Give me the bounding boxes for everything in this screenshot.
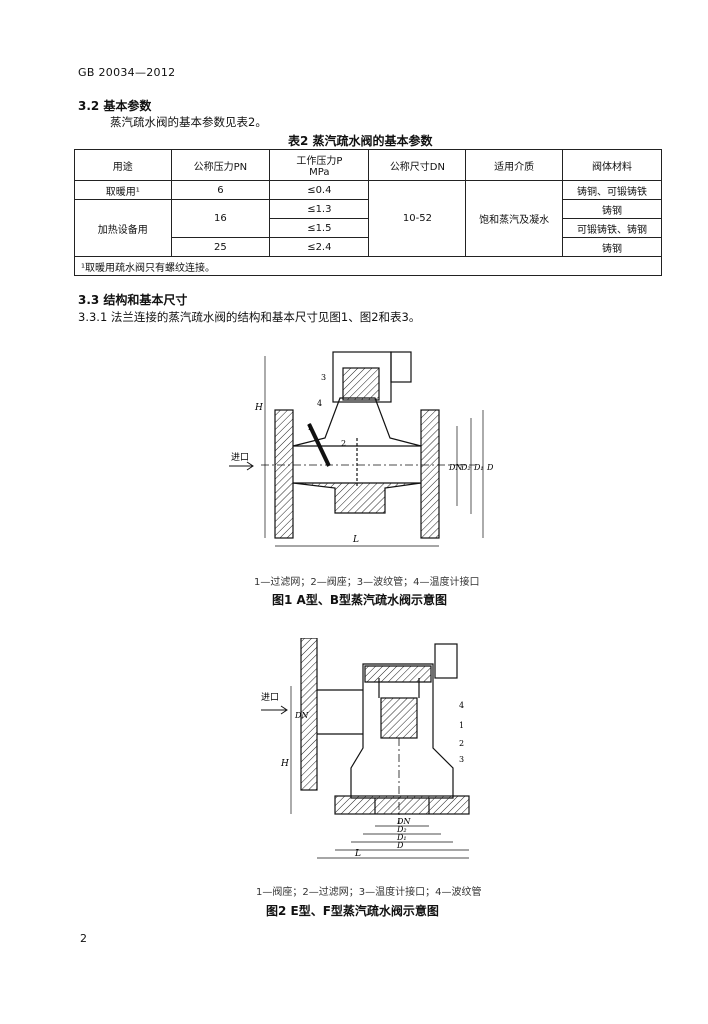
figure-2-drawing: H DN DN D₂ D₁ D L 4 1 2 3 进口	[261, 638, 470, 859]
table-footnote-row: ¹取暖用疏水阀只有螺纹连接。	[74, 256, 662, 276]
table-2-caption: 表2 蒸汽疏水阀的基本参数	[288, 134, 433, 148]
figure-1-caption: 图1 A型、B型蒸汽疏水阀示意图	[272, 593, 447, 607]
page-number: 2	[80, 932, 87, 945]
bellows	[380, 697, 418, 739]
cell-medium: 饱和蒸汽及凝水	[465, 180, 563, 257]
fig1-inlet-arrow	[229, 461, 254, 471]
section-3-2-body: 蒸汽疏水阀的基本参数见表2。	[110, 115, 267, 129]
cell-mat-3: 可锻铸铁、铸钢	[561, 218, 663, 238]
figure-1-drawing: H L DN D₂ D₁ D 3 4 1 2 进口	[229, 351, 494, 547]
section-3-3-1-text: 3.3.1 法兰连接的蒸汽疏水阀的结构和基本尺寸见图1、图2和表3。	[78, 310, 421, 324]
cell-mat-2: 铸钢	[561, 199, 663, 219]
fig1-label-d2: D₂	[460, 463, 471, 472]
fig2-label-dn: DN	[396, 817, 411, 826]
fig1-label-l: L	[352, 535, 359, 545]
fig2-inlet-arrow	[261, 705, 288, 715]
figure-2-caption: 图2 E型、F型蒸汽疏水阀示意图	[266, 904, 439, 918]
standard-code: GB 20034—2012	[78, 66, 176, 79]
bellows	[342, 367, 380, 401]
inlet-flange	[300, 638, 318, 791]
cell-p-13: ≤1.3	[269, 199, 370, 219]
cell-p-24: ≤2.4	[269, 237, 370, 257]
section-3-3-title: 3.3 结构和基本尺寸	[78, 293, 188, 307]
fig2-label-d1: D₁	[396, 833, 407, 842]
table-2: 用途 公称压力PN 工作压力P MPa 公称尺寸DN 适用介质 阀体材料 取暖用…	[74, 149, 663, 276]
th-pressure-line2: MPa	[309, 167, 330, 178]
fig1-label-d: D	[486, 463, 494, 472]
outlet-flange	[334, 795, 470, 815]
fig2-callout-4: 4	[459, 701, 464, 710]
fig1-label-d1: D₁	[473, 463, 484, 472]
table-header-row: 用途 公称压力PN 工作压力P MPa 公称尺寸DN 适用介质 阀体材料	[74, 149, 663, 181]
cell-mat-1: 铸铜、可锻铸铁	[561, 180, 663, 200]
cell-p-04: ≤0.4	[269, 180, 370, 200]
fig1-label-dn: DN	[448, 463, 463, 472]
cell-pn-16: 16	[170, 199, 271, 238]
section-3-2-title: 3.2 基本参数	[78, 99, 152, 113]
thermometer-port	[434, 643, 458, 679]
left-flange	[274, 409, 294, 539]
th-pn: 公称压力PN	[170, 149, 271, 181]
fig2-label-d2: D₂	[396, 825, 407, 834]
th-pressure: 工作压力P MPa	[269, 149, 370, 181]
cell-pn-6: 6	[170, 180, 271, 200]
table-row: 加热设备用 16 ≤1.3 铸钢	[74, 199, 663, 257]
th-material: 阀体材料	[561, 149, 663, 181]
fig1-callout-3: 3	[321, 373, 326, 382]
fig2-label-h: H	[280, 759, 289, 769]
figure-2-legend: 1—阀座；2—过滤网；3—温度计接口；4—波纹管	[256, 887, 482, 898]
cell-mat-4: 铸钢	[561, 237, 663, 257]
cell-p-15: ≤1.5	[269, 218, 370, 238]
fig1-label-h: H	[254, 403, 263, 413]
fig1-callout-1: 1	[307, 423, 312, 432]
th-pressure-line1: 工作压力P	[296, 156, 343, 167]
fig2-callout-2: 2	[459, 739, 464, 748]
fig2-label-dn-side: DN	[294, 711, 309, 720]
th-medium: 适用介质	[465, 149, 563, 181]
fig2-label-d: D	[396, 841, 404, 850]
fig2-callout-3: 3	[459, 755, 464, 764]
right-flange	[420, 409, 440, 539]
th-use: 用途	[74, 149, 172, 181]
fig1-callout-2: 2	[341, 439, 346, 448]
figure-1-legend: 1—过滤网；2—阀座；3—波纹管；4—温度计接口	[254, 577, 480, 588]
fig2-inlet-label: 进口	[261, 692, 279, 703]
cell-dn: 10-52	[368, 180, 467, 257]
fig2-label-l: L	[354, 849, 361, 859]
th-dn: 公称尺寸DN	[368, 149, 467, 181]
cell-pn-25: 25	[170, 237, 271, 257]
fig2-callout-1: 1	[459, 721, 464, 730]
table-row: ≤1.5 可锻铸铁、铸钢	[75, 218, 663, 238]
cell-use-equipment: 加热设备用	[74, 199, 172, 257]
fig1-callout-4: 4	[317, 399, 322, 408]
table-footnote: ¹取暖用疏水阀只有螺纹连接。	[74, 256, 662, 276]
table-row: 取暖用¹ 6 ≤0.4 10-52 饱和蒸汽及凝水 铸铜、可锻铸铁	[74, 180, 663, 257]
fig1-inlet-label: 进口	[231, 452, 249, 463]
table-row: 25 ≤2.4 铸钢	[75, 237, 663, 257]
thermometer-port	[390, 351, 412, 383]
cell-use-heating: 取暖用¹	[74, 180, 172, 200]
